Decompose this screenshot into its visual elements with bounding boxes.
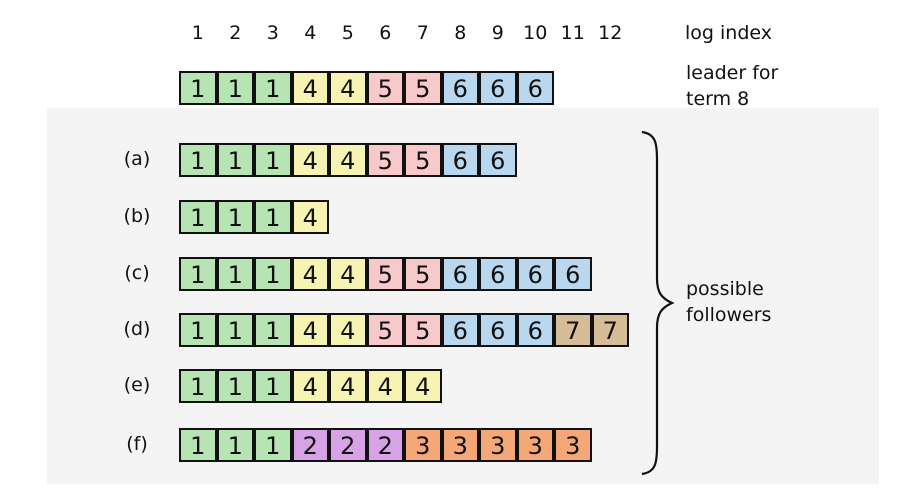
log-entry: 6 xyxy=(441,257,479,291)
log-entry: 4 xyxy=(366,369,404,403)
brace-label-line1: possible xyxy=(686,278,764,300)
log-entry: 1 xyxy=(179,71,217,105)
log-index-number: 5 xyxy=(341,22,354,44)
log-entry: 4 xyxy=(291,369,329,403)
follower-label: (e) xyxy=(123,374,151,396)
log-entry: 5 xyxy=(366,257,404,291)
log-entry: 1 xyxy=(179,369,217,403)
log-entry: 1 xyxy=(254,143,292,177)
log-index-label: log index xyxy=(685,22,772,44)
log-entry: 4 xyxy=(329,71,367,105)
log-index-number: 10 xyxy=(523,22,548,44)
log-index-number: 1 xyxy=(191,22,204,44)
log-entry: 4 xyxy=(329,313,367,347)
log-entry: 6 xyxy=(479,143,517,177)
log-entry: 2 xyxy=(291,428,329,462)
leader-label-line1: leader for xyxy=(686,62,779,84)
log-entry: 4 xyxy=(291,313,329,347)
log-entry: 6 xyxy=(479,71,517,105)
log-entry: 1 xyxy=(216,200,254,234)
log-entry: 6 xyxy=(479,313,517,347)
log-entry: 1 xyxy=(254,428,292,462)
log-entry: 4 xyxy=(329,143,367,177)
log-entry: 5 xyxy=(404,143,442,177)
log-entry: 2 xyxy=(366,428,404,462)
log-entry: 5 xyxy=(366,313,404,347)
log-entry: 5 xyxy=(366,71,404,105)
log-entry: 1 xyxy=(254,257,292,291)
log-index-number: 7 xyxy=(416,22,429,44)
log-entry: 4 xyxy=(291,143,329,177)
log-entry: 6 xyxy=(516,71,554,105)
log-entry: 6 xyxy=(441,143,479,177)
brace-path xyxy=(641,130,675,476)
log-index-number: 2 xyxy=(229,22,242,44)
brace-icon xyxy=(641,130,675,476)
log-entry: 7 xyxy=(554,313,592,347)
log-entry: 4 xyxy=(329,257,367,291)
log-index-number: 8 xyxy=(454,22,467,44)
log-entry: 5 xyxy=(404,313,442,347)
follower-label: (c) xyxy=(124,262,150,284)
log-entry: 4 xyxy=(291,71,329,105)
brace-label-line2: followers xyxy=(686,304,772,326)
log-index-number: 9 xyxy=(491,22,504,44)
log-entry: 3 xyxy=(554,428,592,462)
log-entry: 5 xyxy=(366,143,404,177)
log-entry: 1 xyxy=(179,313,217,347)
log-entry: 3 xyxy=(441,428,479,462)
log-entry: 6 xyxy=(516,313,554,347)
log-entry: 1 xyxy=(216,257,254,291)
log-entry: 1 xyxy=(179,428,217,462)
follower-label: (f) xyxy=(126,433,148,455)
follower-label: (b) xyxy=(123,205,151,227)
leader-label-line2: term 8 xyxy=(686,88,750,110)
log-entry: 1 xyxy=(254,313,292,347)
log-entry: 1 xyxy=(216,428,254,462)
log-entry: 6 xyxy=(441,71,479,105)
log-entry: 3 xyxy=(479,428,517,462)
log-index-number: 4 xyxy=(304,22,317,44)
log-entry: 1 xyxy=(179,200,217,234)
follower-label: (d) xyxy=(123,318,151,340)
log-entry: 1 xyxy=(216,143,254,177)
log-entry: 1 xyxy=(216,369,254,403)
log-entry: 6 xyxy=(516,257,554,291)
log-entry: 3 xyxy=(516,428,554,462)
log-entry: 4 xyxy=(404,369,442,403)
log-entry: 2 xyxy=(329,428,367,462)
log-entry: 4 xyxy=(291,200,329,234)
log-entry: 1 xyxy=(179,143,217,177)
log-index-number: 3 xyxy=(266,22,279,44)
log-index-number: 12 xyxy=(598,22,623,44)
log-entry: 4 xyxy=(291,257,329,291)
log-index-number: 6 xyxy=(379,22,392,44)
log-index-number: 11 xyxy=(560,22,585,44)
log-entry: 5 xyxy=(404,71,442,105)
log-entry: 6 xyxy=(441,313,479,347)
log-entry: 1 xyxy=(216,71,254,105)
log-entry: 1 xyxy=(216,313,254,347)
log-entry: 5 xyxy=(404,257,442,291)
log-entry: 3 xyxy=(404,428,442,462)
log-entry: 1 xyxy=(254,200,292,234)
follower-label: (a) xyxy=(123,148,151,170)
log-entry: 1 xyxy=(254,71,292,105)
log-entry: 1 xyxy=(254,369,292,403)
log-entry: 7 xyxy=(591,313,629,347)
log-entry: 1 xyxy=(179,257,217,291)
log-entry: 6 xyxy=(479,257,517,291)
log-entry: 4 xyxy=(329,369,367,403)
log-entry: 6 xyxy=(554,257,592,291)
